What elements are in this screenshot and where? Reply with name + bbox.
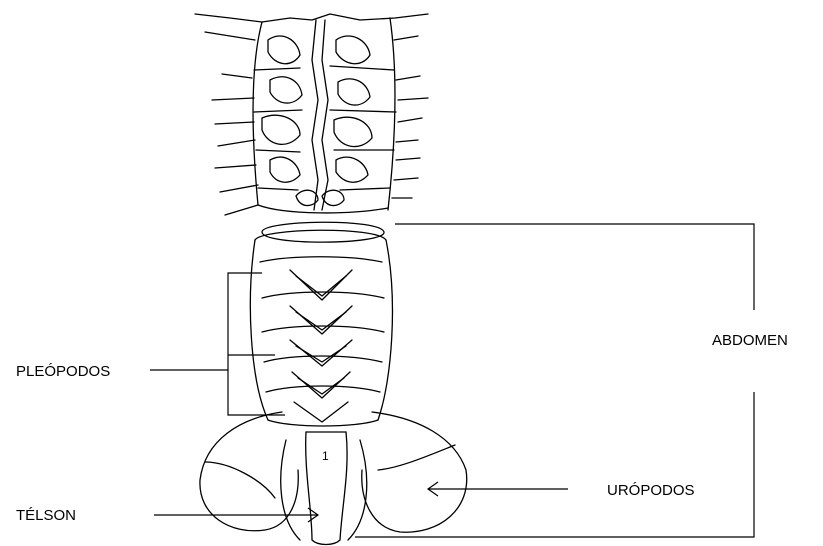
tail-fan bbox=[200, 412, 467, 545]
label-abdomen: ABDOMEN bbox=[712, 332, 788, 349]
thorax-sketch bbox=[195, 14, 428, 215]
abdomen-segments bbox=[250, 222, 392, 422]
segment-mark: 1 bbox=[322, 449, 329, 463]
abdomen-bracket bbox=[395, 224, 754, 310]
pleopodos-bracket bbox=[228, 273, 285, 415]
label-pleopodos: PLEÓPODOS bbox=[16, 363, 110, 380]
label-uropodos: URÓPODOS bbox=[607, 482, 695, 499]
label-telson: TÉLSON bbox=[16, 507, 76, 524]
